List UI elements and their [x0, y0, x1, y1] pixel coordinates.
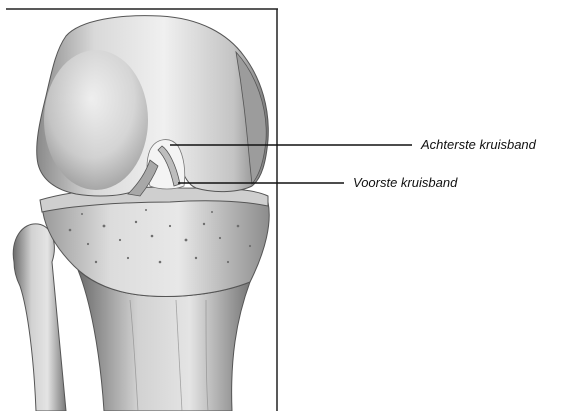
label-anterior-cruciate: Voorste kruisband [353, 175, 457, 191]
label-posterior-cruciate: Achterste kruisband [421, 137, 536, 153]
fibula [13, 224, 66, 411]
tibia-head [42, 195, 269, 296]
medial-condyle [44, 50, 148, 190]
